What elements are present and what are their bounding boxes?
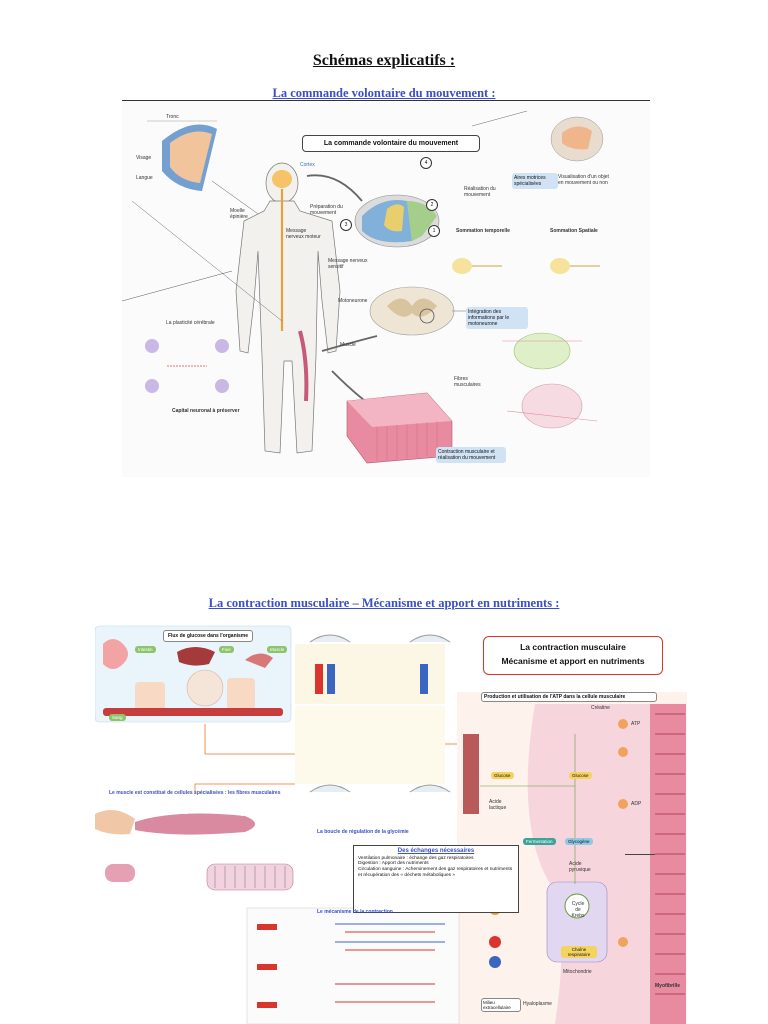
contraction-mechanism-illustration: [246, 907, 460, 1024]
label-atp: Production et utilisation de l'ATP dans …: [481, 692, 657, 702]
label-milieu: Milieu extracellulaire: [481, 998, 521, 1012]
muscle-block-illustration: [346, 392, 453, 464]
figure-motor-command-title: La commande volontaire du mouvement: [302, 135, 480, 152]
label-realisation: Réalisation du mouvement: [464, 186, 496, 198]
label-adp-text: ADP: [631, 801, 642, 807]
brain-center-illustration: [354, 194, 440, 248]
label-intestin: Intestin: [135, 646, 156, 653]
label-muscle: Muscle: [340, 342, 356, 348]
label-message-moteur: Message nerveux moteur: [286, 228, 321, 240]
echanges-line-2: Digestion : Apport des nutriments: [358, 861, 429, 867]
label-mitochondrie: Mitochondrie: [563, 969, 592, 975]
label-hyaloplasme: Hyaloplasme: [523, 1001, 552, 1007]
step-3: 3: [340, 219, 352, 231]
label-acide-lactique: Acide lactique: [489, 799, 507, 811]
label-integration: Intégration des informations par le moto…: [466, 307, 528, 329]
label-foie: Foie: [219, 646, 234, 653]
label-plasticite: La plasticité cérébrale: [166, 320, 215, 326]
figure-motor-command-illustration: [122, 110, 604, 464]
homunculus-strip-illustration: [147, 120, 217, 191]
figure-contraction-title-line2: Mécanisme et apport en nutriments: [501, 656, 645, 666]
spinal-cord-illustration: [369, 286, 512, 336]
glycemia-loop-illustration: [295, 634, 451, 793]
step-4: 4: [420, 157, 432, 169]
myofibril-illustration: [105, 863, 294, 891]
summation-neurons-illustration: [452, 258, 600, 274]
label-visage: Visage: [136, 155, 152, 161]
label-atp-text: ATP: [631, 721, 641, 727]
label-aires-motrices: Aires motrices spécialisées: [512, 173, 558, 189]
label-glucose-2: Glucose: [569, 772, 592, 779]
document-title: Schémas explicatifs :: [312, 52, 456, 69]
label-langue: Langue: [136, 175, 153, 181]
label-chaine-respiratoire: Chaîne respiratoire: [561, 946, 597, 958]
label-cortex: Cortex: [300, 162, 315, 168]
figure-contraction-title-line1: La contraction musculaire: [520, 642, 626, 652]
label-mecanisme: Le mécanisme de la contraction: [317, 909, 393, 915]
label-preparation: Préparation du mouvement: [310, 204, 343, 216]
label-fermentation: Fermentation: [523, 838, 556, 845]
label-glucose: Glucose: [491, 772, 514, 779]
atp-cell-illustration: [457, 692, 687, 1024]
muscle-fibres-illustration: [95, 810, 255, 835]
label-capital: Capital neuronal à préserver: [172, 408, 240, 414]
figure-motor-command: La commande volontaire du mouvement Tron…: [122, 100, 650, 477]
label-motoneurone: Motoneurone: [338, 298, 368, 304]
label-sommation-temporelle: Sommation temporelle: [456, 228, 510, 234]
label-muscle-flux: Muscle: [267, 646, 288, 653]
synapse-neurons-illustration: [502, 332, 598, 429]
human-body-illustration: [235, 162, 341, 454]
echanges-box: Des échanges nécessaires Ventilation pul…: [353, 845, 519, 913]
label-contraction: Contraction musculaire et réalisation du…: [436, 447, 506, 463]
echanges-line-3: Circulation sanguine : Acheminement des …: [358, 867, 513, 879]
label-fibres: Fibres musculaires: [454, 376, 481, 388]
plasticity-neurons-illustration: [145, 339, 229, 393]
label-fibres: Le muscle est constitué de cellules spéc…: [109, 790, 281, 796]
step-1: 1: [428, 225, 440, 237]
label-sommation-spatiale: Sommation Spatiale: [550, 228, 598, 234]
echanges-line-1: Ventilation pulmonaire : échange des gaz…: [358, 855, 474, 861]
section-2-title: La contraction musculaire – Mécanisme et…: [208, 596, 560, 610]
echanges-title: Des échanges nécessaires: [397, 848, 475, 854]
label-creatine: Créatine: [591, 705, 610, 711]
label-sang: Sang: [109, 714, 126, 721]
figure-muscle-contraction: La contraction musculaire Mécanisme et a…: [95, 624, 687, 1024]
section-1-title: La commande volontaire du mouvement :: [272, 86, 496, 100]
label-glycogene: Glycogène: [565, 838, 593, 845]
figure-contraction-title: La contraction musculaire Mécanisme et a…: [483, 636, 663, 675]
step-2: 2: [426, 199, 438, 211]
label-flux-glucose: Flux de glucose dans l'organisme: [163, 630, 253, 642]
label-visualisation: Visualisation d'un objet en mouvement ou…: [558, 174, 609, 186]
label-message-sensitif: Message nerveux sensitif: [328, 258, 368, 270]
label-tronc: Tronc: [166, 114, 179, 120]
figure-muscle-contraction-illustration: [95, 625, 687, 1024]
label-moelle: Moelle épinière: [230, 208, 248, 220]
label-cycle-krebs: Cycle de Krebs: [571, 901, 585, 919]
label-myofibrille: Myofibrille: [655, 983, 681, 989]
label-acide-pyruvique: Acide pyruvique: [569, 861, 591, 873]
label-boucle: La boucle de régulation de la glycémie: [317, 829, 409, 835]
